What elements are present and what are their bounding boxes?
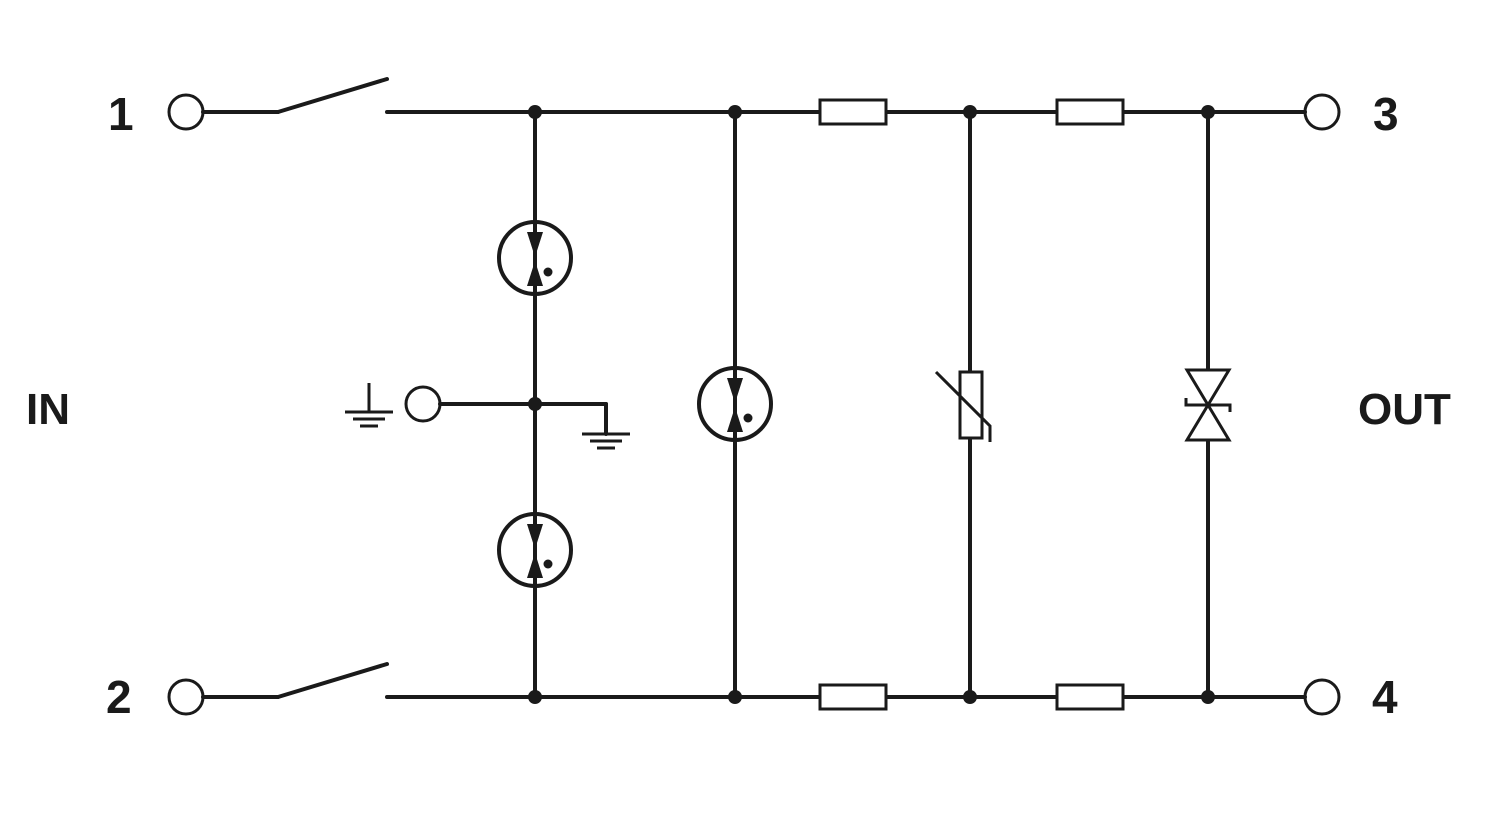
gas-discharge-tube-icon [497, 512, 573, 588]
terminal-4-label: 4 [1372, 671, 1398, 723]
ground-icon [582, 432, 630, 450]
tvs-diode-icon [1184, 368, 1232, 442]
terminal-3-circle [1303, 93, 1341, 131]
junction-dot [963, 105, 977, 119]
gas-discharge-tube-icon [697, 366, 773, 442]
terminal-2-circle [167, 678, 205, 716]
junction-dot [728, 105, 742, 119]
resistor-icon [818, 98, 888, 126]
resistor-icon [1055, 98, 1125, 126]
ground-terminal-circle [404, 385, 442, 423]
junction-dot [728, 690, 742, 704]
junction-dot [963, 690, 977, 704]
terminal-3-label: 3 [1373, 88, 1399, 140]
terminal-1-label: 1 [108, 88, 134, 140]
resistor-icon [818, 683, 888, 711]
resistor-icon [1055, 683, 1125, 711]
input-label: IN [26, 385, 70, 434]
output-label: OUT [1358, 385, 1451, 434]
terminal-1-circle [167, 93, 205, 131]
junction-dot [528, 397, 542, 411]
varistor-icon [934, 370, 992, 442]
junction-dot [1201, 105, 1215, 119]
switch-icon [201, 662, 537, 699]
ground-icon [345, 383, 393, 428]
junction-dot [528, 105, 542, 119]
terminal-4-circle [1303, 678, 1341, 716]
gas-discharge-tube-icon [497, 220, 573, 296]
switch-icon [201, 77, 537, 114]
terminal-2-label: 2 [106, 671, 132, 723]
junction-dot [528, 690, 542, 704]
junction-dot [1201, 690, 1215, 704]
